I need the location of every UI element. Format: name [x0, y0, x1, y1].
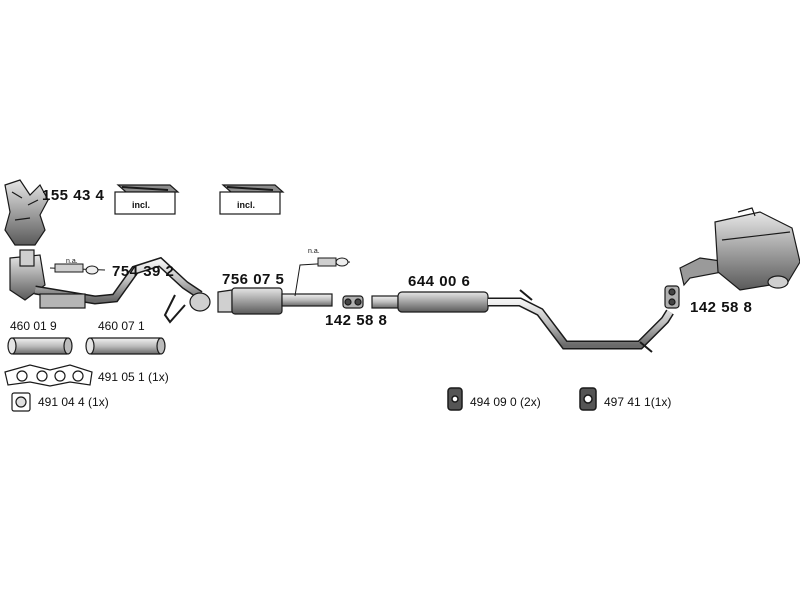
label-front-pipe: 756 07 5: [222, 271, 285, 288]
label-catalyst: 754 39 2: [112, 263, 175, 280]
label-manifold-gasket: 491 05 1 (1x): [98, 370, 169, 384]
label-manifold: 155 43 4: [42, 187, 105, 204]
clamp-rear: [664, 285, 680, 309]
incl-box-1: [114, 184, 180, 215]
label-flange-gasket: 491 04 4 (1x): [38, 395, 109, 409]
label-center-muffler: 644 00 6: [408, 273, 471, 290]
clamp-front: [342, 295, 364, 309]
label-incl-1: incl.: [132, 200, 151, 210]
manifold-gasket: [4, 364, 93, 387]
flange-gasket: [11, 392, 31, 412]
exhaust-manifold: [4, 179, 49, 246]
label-na-2: n.a.: [308, 248, 320, 255]
rubber-mount-a-icon: [447, 387, 463, 411]
rear-muffler: [679, 207, 800, 291]
rubber-mount-b-icon: [579, 387, 597, 411]
oxygen-sensor-center: [294, 257, 351, 297]
label-clamp-front: 142 58 8: [325, 312, 388, 329]
label-incl-2: incl.: [237, 200, 256, 210]
catalyst-assembly: [9, 249, 211, 324]
gasket-tube-a: [7, 337, 73, 355]
label-clamp-rear: 142 58 8: [690, 299, 753, 316]
label-gasket-a: 460 01 9: [10, 319, 57, 333]
label-gasket-b: 460 07 1: [98, 319, 145, 333]
oxygen-sensor-left: [49, 263, 106, 275]
center-muffler-pipe: [371, 289, 674, 353]
gasket-tube-b: [85, 337, 166, 355]
label-na-1: n.a.: [66, 258, 78, 265]
front-pipe: [217, 287, 333, 315]
label-rubber-mount-b: 497 41 1(1x): [604, 395, 672, 409]
label-rubber-mount-a: 494 09 0 (2x): [470, 395, 541, 409]
incl-box-2: [219, 184, 285, 215]
